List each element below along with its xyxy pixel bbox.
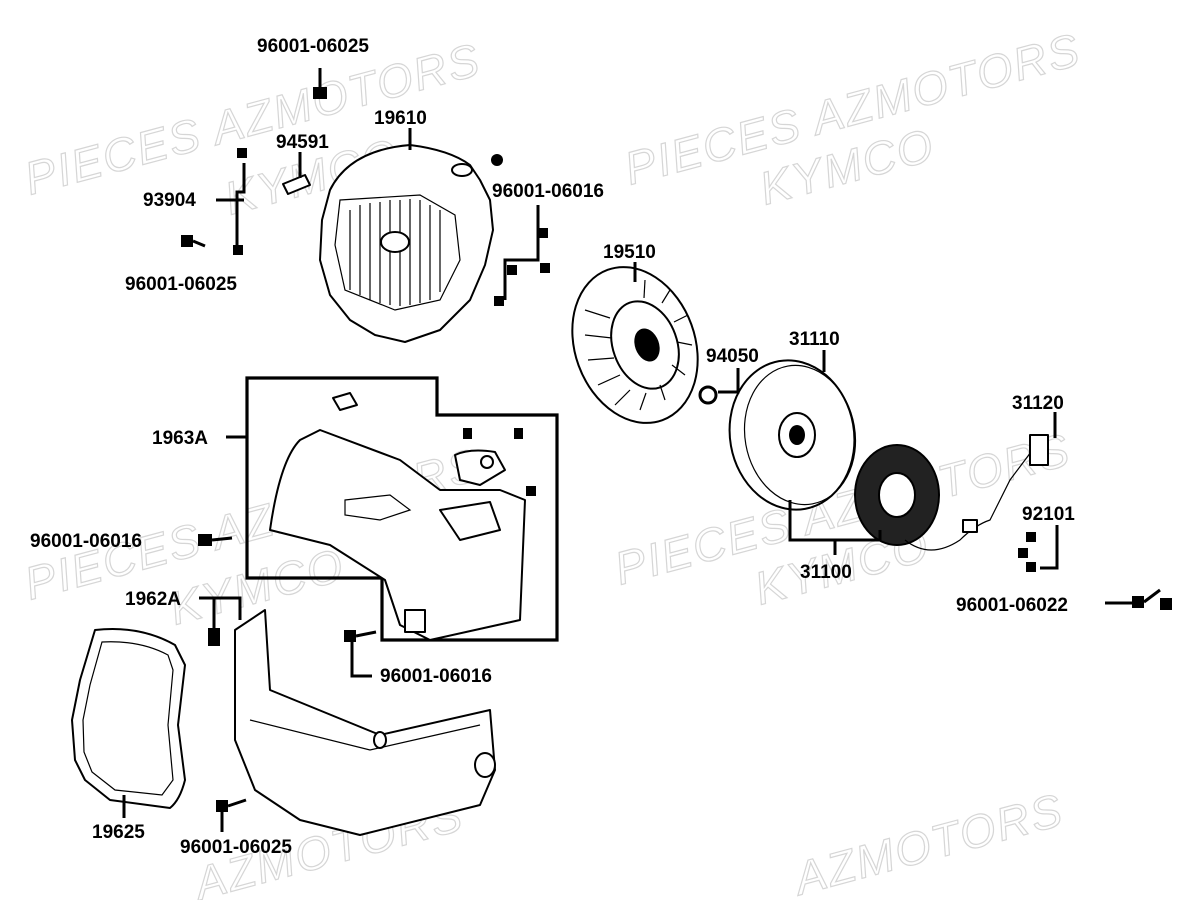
- part-label: 31100: [800, 562, 852, 583]
- bolt-icon: [1132, 588, 1172, 610]
- watermark-text: AZMOTORS: [786, 783, 1069, 900]
- bolt-icon: [1018, 532, 1036, 572]
- part-label: 94591: [276, 132, 329, 153]
- part-labels: 96001-06025 19610 94591 93904 96001-0602…: [30, 36, 1075, 858]
- part-label: 31120: [1012, 393, 1064, 414]
- part-label: 96001-06022: [956, 595, 1068, 616]
- part-label: 19610: [374, 108, 427, 129]
- bolt-icon: [198, 534, 233, 546]
- part-label: 19625: [92, 822, 145, 843]
- bolt-icon: [181, 235, 206, 248]
- part-label: 19510: [603, 242, 656, 263]
- bolt-icon: [463, 428, 536, 496]
- part-label: 96001-06016: [30, 531, 142, 552]
- part-label: 93904: [143, 190, 196, 211]
- flywheel-part: [728, 359, 857, 511]
- part-label: 92101: [1022, 504, 1075, 525]
- clip-icon: [332, 392, 358, 411]
- part-label: 96001-06016: [380, 666, 492, 687]
- cooling-fan-part: [571, 266, 699, 424]
- bolt-icon: [233, 148, 247, 255]
- bolt-icon: [344, 630, 377, 642]
- bolt-icon: [313, 68, 327, 99]
- part-label: 1963A: [152, 428, 208, 449]
- part-label: 96001-06025: [257, 36, 369, 57]
- part-label: 96001-06025: [180, 837, 292, 858]
- gasket-part: [71, 628, 186, 809]
- bolt-icon: [494, 228, 550, 306]
- fan-cover-part: [319, 144, 503, 343]
- lower-shroud-part: [234, 609, 496, 836]
- shroud-assembly-outline: [245, 376, 559, 642]
- upper-shroud-part: [269, 429, 526, 641]
- part-label: 94050: [706, 346, 759, 367]
- nut-icon: [698, 385, 718, 405]
- hardware-parts: [181, 68, 1172, 812]
- bolt-icon: [216, 798, 247, 812]
- part-label: 96001-06025: [125, 274, 237, 295]
- part-label: 31110: [789, 329, 840, 350]
- stator-part: [854, 434, 1049, 551]
- part-label: 96001-06016: [492, 181, 604, 202]
- leader-lines: [122, 128, 1132, 832]
- clip-icon: [282, 174, 311, 195]
- part-label: 1962A: [125, 589, 181, 610]
- clip-icon: [208, 628, 220, 646]
